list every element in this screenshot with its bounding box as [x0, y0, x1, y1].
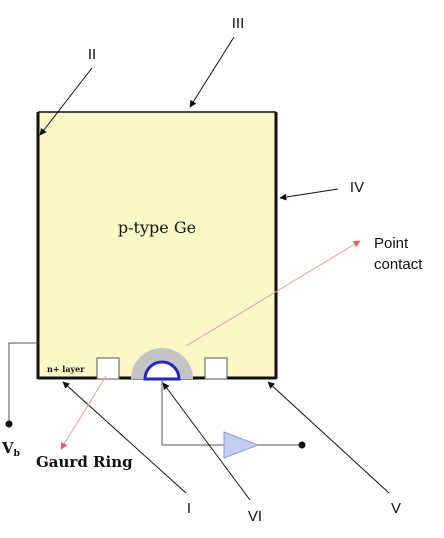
arrow-II [39, 67, 93, 136]
guard-ring-right [204, 357, 228, 380]
arrow-point-contact [185, 240, 361, 347]
point-contact-core [143, 360, 181, 381]
vb-terminal [5, 420, 13, 428]
material-label: p-type Ge [118, 218, 196, 237]
label-V: V [391, 500, 401, 517]
vb-subscript: b [14, 449, 20, 459]
point-contact-label-1: Point [374, 235, 409, 252]
label-III: III [232, 15, 245, 32]
label-I: I [187, 500, 191, 517]
arrow-IV [279, 188, 339, 201]
point-contact-label-2: contact [374, 256, 423, 273]
guard-ring-label: Gaurd Ring [36, 453, 133, 471]
label-II: II [88, 46, 96, 63]
signal-wire [161, 379, 224, 446]
vb-wire [8, 342, 38, 423]
label-VI: VI [248, 508, 262, 525]
vb-label: Vb [1, 439, 20, 459]
crystal-body [38, 112, 276, 378]
arrow-V [267, 381, 390, 494]
arrow-VI [162, 382, 251, 501]
guard-ring-left [96, 357, 120, 380]
label-IV: IV [350, 179, 364, 196]
arrow-I [62, 381, 187, 494]
n-layer-label: n+ layer [47, 364, 85, 374]
amplifier-icon [223, 431, 260, 459]
output-terminal [298, 441, 306, 449]
vb-main: V [1, 439, 14, 457]
arrow-guard-ring [60, 375, 107, 450]
arrow-III [189, 36, 235, 108]
